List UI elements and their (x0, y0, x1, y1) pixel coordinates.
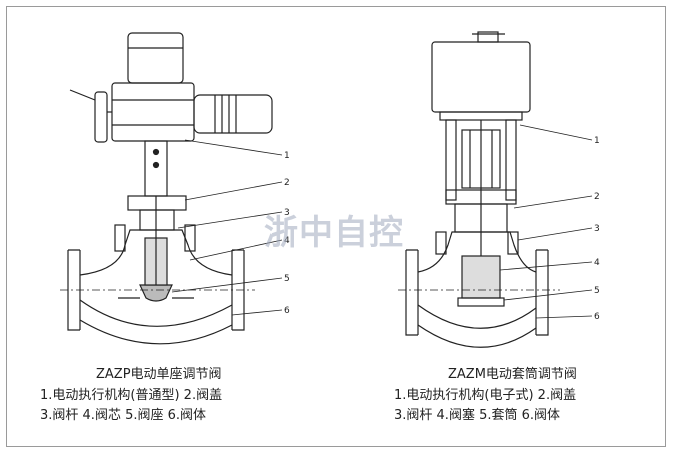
right-body-lower (417, 304, 537, 329)
left-bonnet-flange (127, 195, 187, 211)
right-yoke-left (445, 119, 457, 201)
right-actuator-box (431, 41, 531, 113)
right-callout-5: 5 (594, 286, 600, 296)
right-legend-line-2: 3.阀杆 4.阀塞 5.套筒 6.阀体 (394, 408, 561, 423)
diagram-frame (6, 6, 666, 447)
right-legend-line-1: 1.电动执行机构(电子式) 2.阀盖 (394, 388, 577, 403)
left-side-motor (193, 94, 273, 134)
left-title: ZAZP电动单座调节阀 (96, 367, 222, 382)
right-callout-6: 6 (594, 312, 600, 322)
left-callout-3: 3 (284, 208, 290, 218)
left-callout-2: 2 (284, 178, 290, 188)
right-yoke-right (505, 119, 517, 201)
right-outlet-flange (535, 249, 549, 336)
right-valve-drawing (398, 31, 593, 348)
right-callout-numbers: 1 2 3 4 5 6 (594, 136, 600, 322)
right-callout-4: 4 (594, 258, 600, 268)
left-legend-line-2: 3.阀杆 4.阀芯 5.阀座 6.阀体 (40, 408, 207, 423)
right-callout-3: 3 (594, 224, 600, 234)
right-callout-2: 2 (594, 192, 600, 202)
left-callout-numbers: 1 2 3 4 5 6 (284, 151, 290, 316)
left-callout-1: 1 (284, 151, 290, 161)
watermark: 浙中自控 (264, 213, 404, 253)
left-callout-6: 6 (284, 306, 290, 316)
right-callout-1: 1 (594, 136, 600, 146)
left-callout-4: 4 (284, 236, 290, 246)
left-valve-drawing (60, 32, 283, 345)
left-actuator-body (111, 82, 195, 142)
left-valve-plug (139, 284, 173, 302)
right-title: ZAZM电动套筒调节阀 (448, 367, 577, 382)
left-handwheel (94, 91, 108, 143)
right-inlet-flange (405, 249, 419, 336)
left-legend-line-1: 1.电动执行机构(普通型) 2.阀盖 (40, 388, 223, 403)
left-actuator-motor (127, 32, 184, 84)
left-body-lower (79, 299, 233, 327)
right-cage-plug (461, 255, 501, 299)
left-callout-5: 5 (284, 274, 290, 284)
